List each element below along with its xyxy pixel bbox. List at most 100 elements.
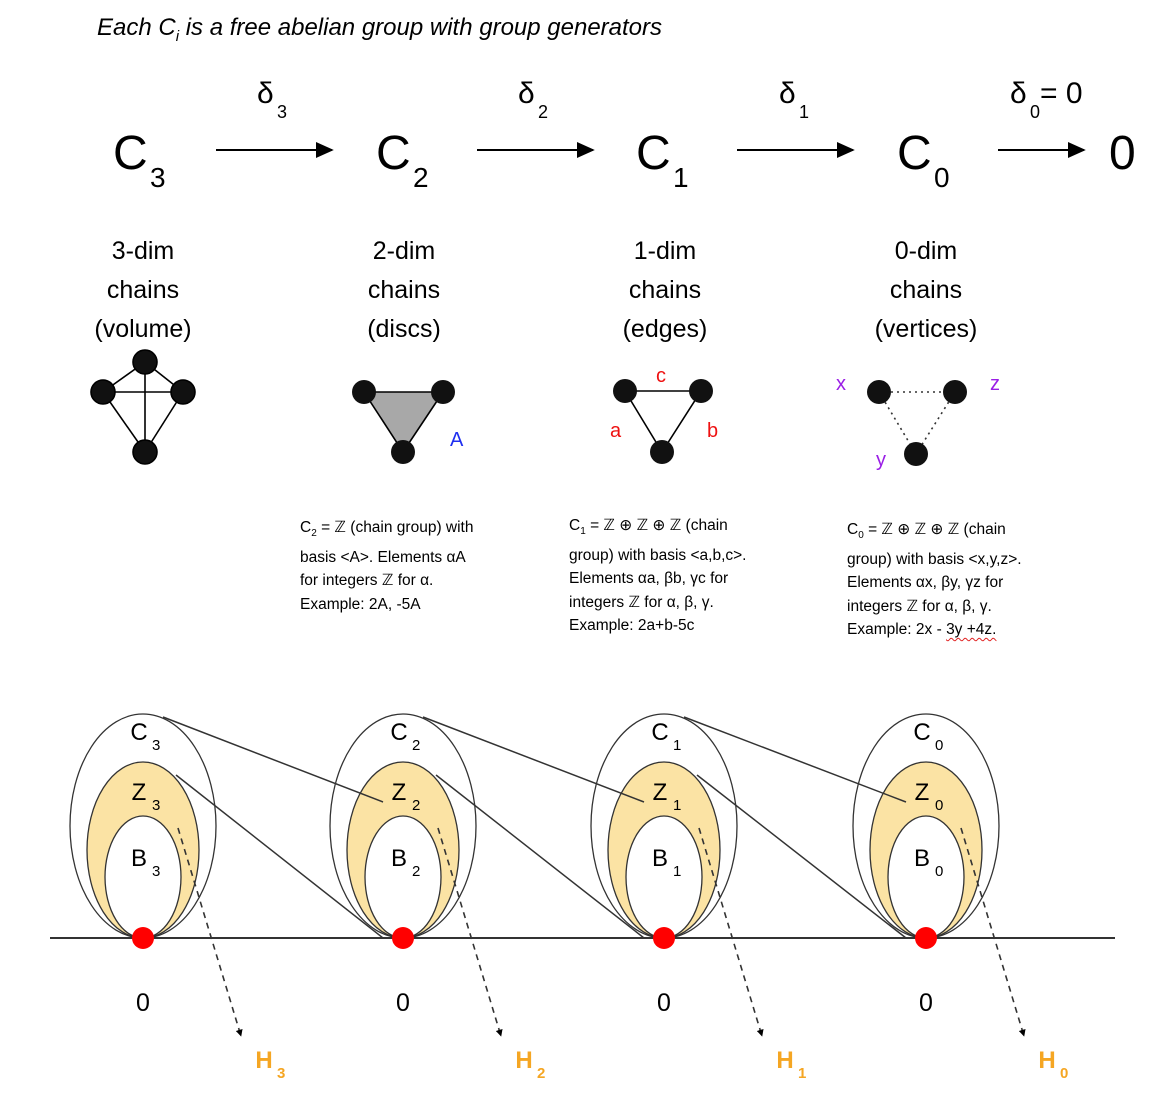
disc-label: A [450, 429, 464, 451]
chain-group-letter: C [376, 127, 411, 180]
description-head-rest: = ℤ ⊕ ℤ ⊕ ℤ (chain [585, 517, 728, 534]
zero-element-dot [653, 927, 675, 949]
terminal-zero: 0 [1109, 127, 1136, 180]
description-example-tail: 3y +4z. [946, 621, 997, 638]
description-line: Elements αa, βb, γc for [569, 570, 729, 587]
homology-label-index: 0 [1060, 1065, 1068, 1082]
description-line: Elements αx, βy, γz for [847, 574, 1004, 591]
zero-label: 0 [136, 989, 150, 1017]
boundaries-label-index: 1 [673, 863, 681, 880]
description-head-letter: C [847, 521, 859, 538]
boundaries-region [364, 815, 442, 939]
description-line: Example: 2A, -5A [300, 595, 421, 613]
boundary-map-line-upper [422, 716, 645, 803]
boundaries-label-letter: B [652, 845, 668, 872]
description-heading: C1 = ℤ ⊕ ℤ ⊕ ℤ (chain [569, 514, 747, 544]
zero-label: 0 [657, 989, 671, 1017]
description-line: for integers ℤ for α. [300, 572, 434, 589]
boundary-map-line-lower [435, 774, 645, 939]
map-letter: δ [1010, 77, 1027, 110]
boundaries-label-index: 3 [152, 863, 160, 880]
homology-label-letter: H [515, 1047, 532, 1074]
tetrahedron-figure [90, 349, 196, 465]
description-line: group) with basis <a,b,c>. [569, 546, 747, 564]
boundary-map-line-upper [683, 716, 907, 803]
cycles-label-index: 3 [152, 797, 160, 814]
dim-label-line: 3-dim [111, 237, 175, 265]
dim-label-0: 0-dim chains (vertices) [846, 232, 1006, 349]
description-head-rest: = ℤ (chain group) with [316, 519, 474, 536]
description-line: group) with basis <x,y,z>. [847, 550, 1022, 568]
dim-label-line: (edges) [622, 315, 708, 343]
chain-group-c0: C 0 [897, 127, 950, 193]
homology-quotient-arrow [437, 827, 503, 1037]
zero-label: 0 [396, 989, 410, 1017]
description-line: basis <A>. Elements αA [300, 548, 466, 566]
dim-label-line: (volume) [94, 315, 192, 343]
chain-group-label-index: 3 [152, 737, 160, 754]
boundary-map-line-upper [162, 716, 384, 803]
map-index: 0 [1030, 102, 1040, 122]
boundary-map-label-2: δ 2 [518, 77, 548, 122]
dim-label-3: 3-dim chains (volume) [73, 232, 213, 349]
chain-group-label-index: 2 [412, 737, 420, 754]
title-text: Each C [97, 14, 176, 41]
chain-group-index: 2 [413, 162, 429, 193]
boundary-map-line-lower [175, 774, 384, 939]
map-index: 2 [538, 102, 548, 122]
boundaries-label-letter: B [131, 845, 147, 872]
map-letter: δ [779, 77, 796, 110]
chain-group-c2: C 2 [376, 127, 429, 193]
description-head-sub: 0 [858, 530, 864, 541]
description-head-rest: = ℤ ⊕ ℤ ⊕ ℤ (chain [863, 521, 1006, 538]
dim-label-line: 0-dim [894, 237, 958, 265]
chain-group-label-letter: C [390, 719, 407, 746]
dim-label-1: 1-dim chains (edges) [595, 232, 735, 349]
edges-figure: c a b [610, 365, 718, 464]
description-head-sub: 2 [311, 528, 317, 539]
dim-label-line: chains [889, 276, 963, 304]
zero-element-dot [392, 927, 414, 949]
cycles-label-letter: Z [915, 779, 930, 806]
boundaries-label-letter: B [914, 845, 930, 872]
vertex-label-x: x [836, 373, 846, 395]
chain-group-letter: C [636, 127, 671, 180]
cycles-label-index: 1 [673, 797, 681, 814]
boundary-map-line-lower [696, 774, 907, 939]
description-c2: C2 = ℤ (chain group) with basis <A>. Ele… [300, 516, 473, 616]
description-line: integers ℤ for α, β, γ. [569, 593, 714, 611]
vertex-label-y: y [876, 449, 886, 471]
boundaries-label-index: 0 [935, 863, 943, 880]
cycles-label-letter: Z [392, 779, 407, 806]
dim-label-2: 2-dim chains (discs) [334, 232, 474, 349]
chain-group-label-letter: C [130, 719, 147, 746]
chain-group-c1: C 1 [636, 127, 689, 193]
dim-label-line: 1-dim [633, 237, 697, 265]
dim-label-line: chains [628, 276, 702, 304]
homology-quotient-arrow [960, 827, 1026, 1037]
description-c1: C1 = ℤ ⊕ ℤ ⊕ ℤ (chain group) with basis … [569, 514, 747, 638]
chain-group-index: 1 [673, 162, 689, 193]
chain-group-label-letter: C [651, 719, 668, 746]
dim-label-line: (vertices) [874, 315, 978, 343]
disc-figure: A [352, 380, 464, 464]
dim-label-line: chains [367, 276, 441, 304]
description-heading: C0 = ℤ ⊕ ℤ ⊕ ℤ (chain [847, 518, 1022, 548]
